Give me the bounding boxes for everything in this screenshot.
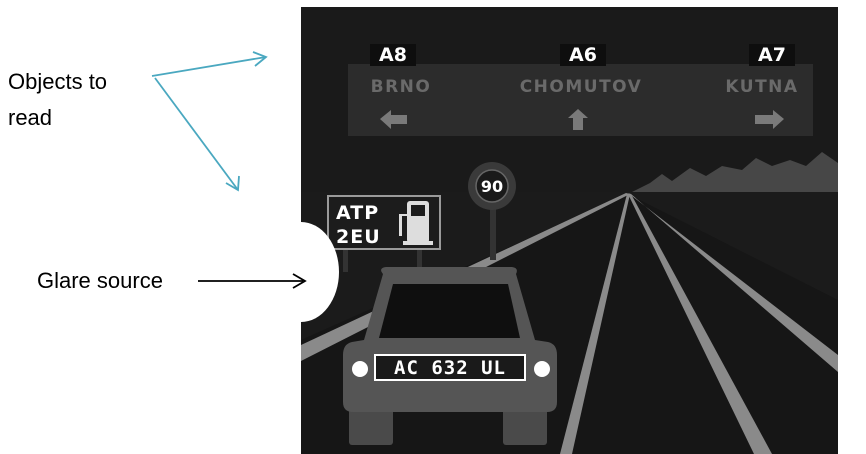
license-plate-number: AC 632 UL <box>394 357 506 379</box>
city-brno: BRNO <box>371 77 432 97</box>
glare-source <box>301 222 339 322</box>
car-wheel <box>503 405 547 445</box>
speed-sign-ring <box>475 169 509 203</box>
service-sign: ATP 2EU <box>327 195 441 272</box>
road-center-line <box>560 194 630 454</box>
right-arrow-icon <box>755 110 784 129</box>
road-number-tab <box>560 44 606 66</box>
road-number-tab <box>370 44 416 66</box>
glare-source-label: Glare source <box>37 268 163 293</box>
objects-to-read-label: Objects to <box>8 69 107 94</box>
sign-post <box>343 248 348 272</box>
road-number-a6: A6 <box>569 44 597 66</box>
city-kutna: KUTNA <box>725 77 798 97</box>
service-sign-line1: ATP <box>336 202 379 224</box>
speed-limit-value: 90 <box>481 177 503 196</box>
pointer-arrows <box>151 51 268 192</box>
car-rear-window <box>379 284 520 338</box>
road-number-a8: A8 <box>379 44 407 66</box>
road-lane-line-right <box>628 194 772 454</box>
left-arrow-icon <box>380 110 407 129</box>
car-taillight <box>534 361 550 377</box>
overhead-direction-sign: A8 A6 A7 BRNO CHOMUTOV KUTNA <box>348 44 813 136</box>
fuel-pump-icon <box>399 201 433 245</box>
car-rear: AC 632 UL <box>343 267 557 445</box>
objects-to-read-label-line2: read <box>8 105 52 130</box>
sign-post <box>417 248 422 272</box>
annotations: Objects to read Glare source <box>8 51 307 293</box>
road-number-a7: A7 <box>758 44 786 66</box>
sign-post <box>490 205 496 260</box>
car-taillight <box>352 361 368 377</box>
up-arrow-icon <box>568 109 588 130</box>
license-plate <box>374 354 526 381</box>
car-wheel <box>349 405 393 445</box>
city-chomutov: CHOMUTOV <box>520 77 643 97</box>
speed-limit-sign: 90 <box>468 162 516 260</box>
glare-pointer-arrow <box>198 273 307 289</box>
service-sign-line2: 2EU <box>336 226 381 248</box>
road-number-tab <box>749 44 795 66</box>
